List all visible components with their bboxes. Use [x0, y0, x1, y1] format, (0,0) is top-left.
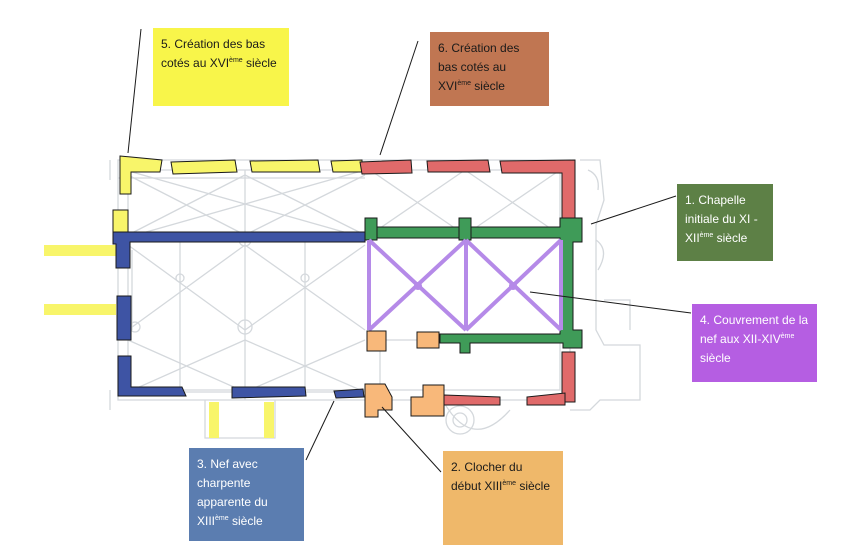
legend-text-end: siècle	[516, 479, 551, 493]
base-plan-outline	[109, 159, 641, 439]
legend-number: 6.	[438, 41, 449, 55]
legend-text: Création des bas cotés au XVI	[438, 41, 520, 93]
legend-superscript: ème	[502, 480, 516, 487]
legend-box-3: 3. Nef avec charpente apparente du XIIIè…	[189, 448, 304, 541]
legend-text-end: siècle	[470, 79, 505, 93]
legend-superscript: ème	[215, 515, 229, 522]
legend-text-end: siècle	[242, 56, 277, 70]
legend-superscript: ème	[457, 80, 471, 87]
legend-text-end: siècle	[713, 231, 748, 245]
leader-lines	[127, 28, 692, 473]
leader-line-3	[305, 400, 335, 461]
legend-text: Nef avec charpente apparente du XIII	[197, 457, 268, 528]
legend-superscript: ème	[780, 333, 795, 340]
legend-box-5: 5. Création des bas cotés au XVIème sièc…	[153, 28, 289, 106]
walls-phase-2	[364, 330, 445, 418]
legend-text: Clocher du début XIII	[451, 460, 523, 493]
leader-line-1	[590, 195, 677, 225]
legend-number: 1.	[685, 193, 696, 207]
legend-text-end: siècle	[700, 351, 731, 365]
legend-text: Couvrement de la nef aux XII-XIV	[700, 313, 809, 346]
legend-number: 2.	[451, 460, 462, 474]
legend-box-1: 1. Chapelle initiale du XI - XIIème sièc…	[677, 184, 773, 261]
leader-line-2	[381, 406, 442, 473]
legend-text-end: siècle	[228, 514, 263, 528]
vaults-phase-4	[367, 238, 563, 332]
legend-text: Chapelle initiale du XI - XII	[685, 193, 758, 245]
legend-box-4: 4. Couvrement de la nef aux XII-XIVème s…	[692, 304, 817, 382]
legend-text: Création des bas cotés au XVI	[161, 37, 266, 70]
walls-phase-3	[112, 231, 366, 399]
leader-line-6	[379, 40, 419, 156]
walls-phase-5	[44, 155, 363, 438]
leader-line-4	[529, 291, 692, 314]
legend-box-6: 6. Création des bas cotés au XVIème sièc…	[430, 32, 549, 106]
leader-line-5	[127, 28, 142, 154]
walls-phase-6	[359, 159, 576, 406]
legend-number: 4.	[700, 313, 711, 327]
legend-number: 5.	[161, 37, 172, 51]
legend-number: 3.	[197, 457, 208, 471]
walls-phase-1	[364, 217, 583, 354]
legend-superscript: ème	[699, 232, 714, 239]
legend-superscript: ème	[229, 57, 243, 64]
legend-box-2: 2. Clocher du début XIIIème siècle	[443, 451, 563, 545]
